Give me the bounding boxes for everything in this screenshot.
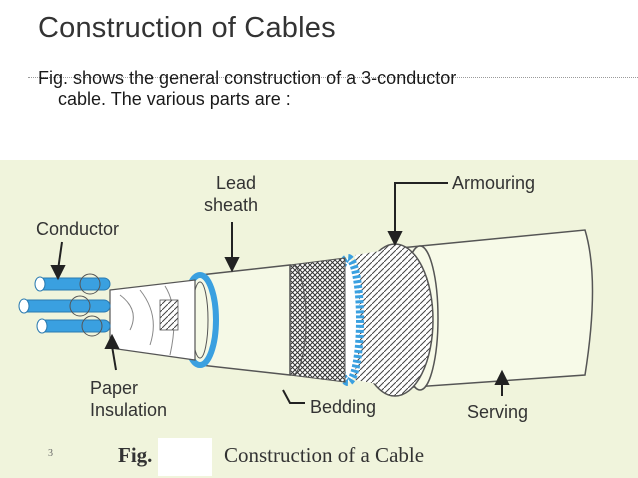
conductor-strands	[18, 273, 111, 337]
pointer-arrows	[50, 182, 510, 404]
label-paper-insulation: Paper Insulation	[90, 377, 167, 421]
figure-caption-prefix: Fig.	[118, 443, 153, 467]
intro-line-2: cable. The various parts are :	[58, 89, 291, 109]
label-lead-sheath: Lead sheath	[204, 172, 258, 216]
label-insulation: Insulation	[90, 400, 168, 420]
label-armouring: Armouring	[452, 173, 536, 193]
label-bedding: Bedding	[310, 397, 377, 417]
figure-caption: Construction of a Cable	[224, 443, 425, 467]
label-paper: Paper	[90, 378, 139, 398]
slide-number: 3	[48, 448, 53, 459]
label-sheath: sheath	[204, 195, 259, 215]
caption-mask	[158, 438, 212, 476]
text-frame-border	[28, 77, 638, 78]
intro-line-1: Fig. shows the general construction of a…	[38, 68, 457, 88]
serving-layer	[399, 229, 594, 389]
slide-title: Construction of Cables	[38, 12, 336, 44]
label-conductor: Conductor	[36, 219, 120, 239]
cable-diagram	[18, 182, 594, 404]
label-serving: Serving	[467, 402, 529, 422]
intro-text: Fig. shows the general construction of a…	[38, 68, 456, 110]
paper-insulation-core	[109, 279, 196, 361]
label-lead: Lead	[216, 173, 257, 193]
